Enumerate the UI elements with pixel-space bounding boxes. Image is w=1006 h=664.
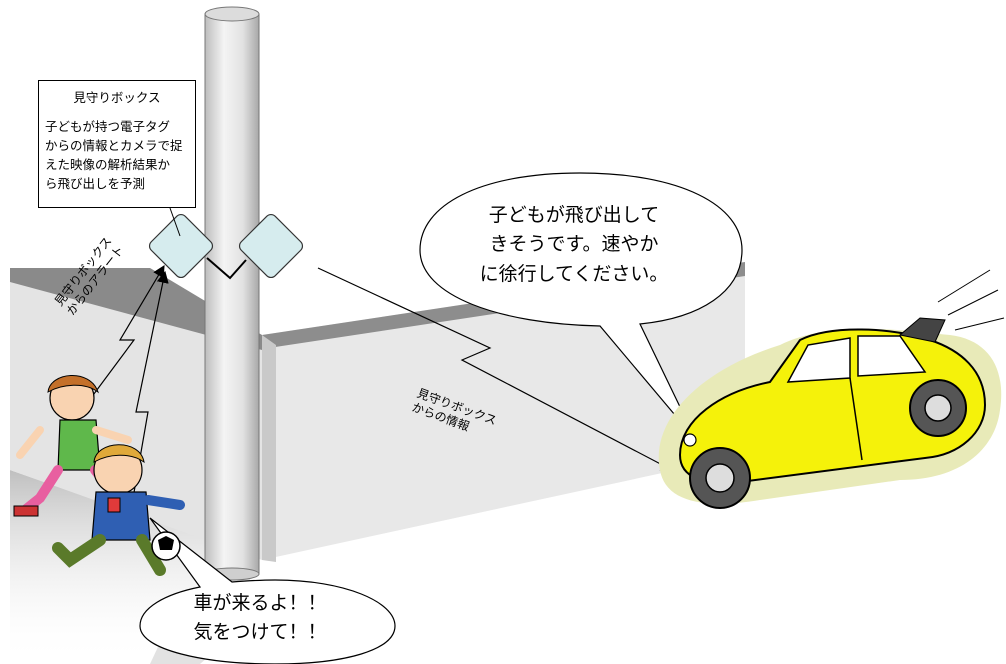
monitor-box-note: 見守りボックス 子どもが持つ電子タグ からの情報とカメラで捉 えた映像の解析結果… [38, 80, 196, 208]
car-bubble-text: 子どもが飛び出して きそうです。速やか に徐行してください。 [434, 201, 714, 289]
monitor-box-right [238, 213, 304, 279]
car-bubble-line: きそうです。速やか [489, 233, 659, 256]
car-bubble-line: 子どもが飛び出して [488, 204, 660, 226]
box-connector [206, 257, 247, 280]
monitor-box-line: ら飛び出しを予測 [45, 176, 146, 191]
motion-lines [937, 269, 1005, 331]
monitor-box-line: えた映像の解析結果か [45, 157, 171, 172]
car-bubble-line: に徐行してください。 [479, 262, 669, 285]
car-speech-bubble [419, 172, 743, 441]
monitor-box-description: 子どもが持つ電子タグ からの情報とカメラで捉 えた映像の解析結果か ら飛び出しを… [45, 117, 189, 193]
pole [204, 6, 260, 581]
kid-bubble-text: 車が来るよ！！ 気をつけて！！ [140, 589, 380, 648]
monitor-box-title: 見守りボックス [73, 90, 161, 105]
info-arrow [317, 267, 674, 471]
kid-bubble-line: 気をつけて！！ [193, 621, 327, 644]
children-illustration [13, 375, 185, 576]
car-illustration [658, 317, 1002, 509]
monitor-box-line: からの情報とカメラで捉 [45, 138, 183, 153]
kid-bubble-line: 車が来るよ！！ [193, 592, 327, 614]
note-pointer [169, 207, 181, 237]
monitor-box-line: 子どもが持つ電子タグ [45, 119, 171, 134]
monitor-box-left [148, 213, 214, 279]
